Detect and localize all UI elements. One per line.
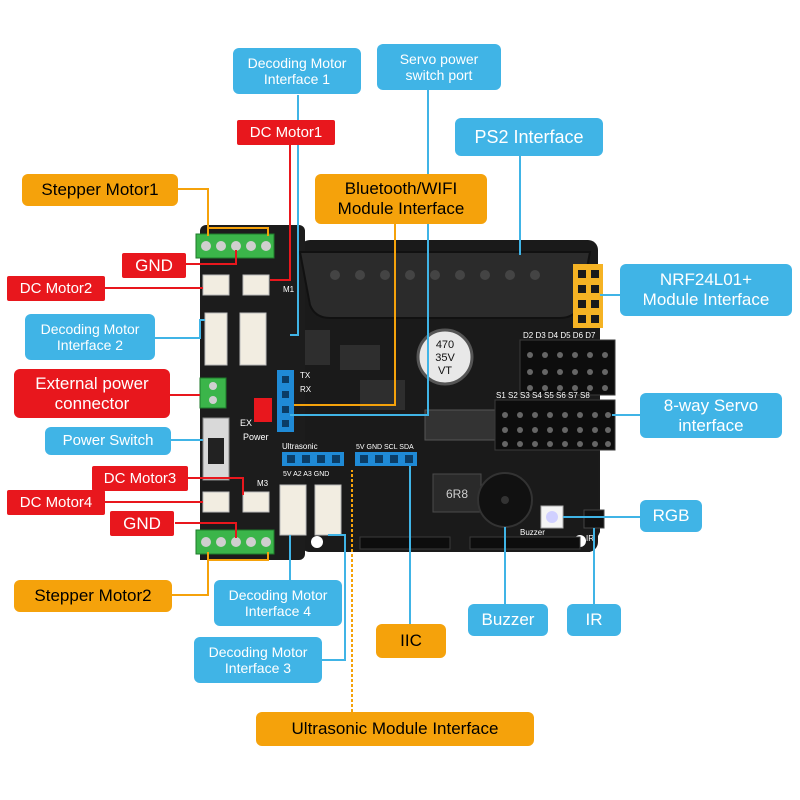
power-switch-part (202, 417, 230, 481)
m1-text: M1 (283, 285, 295, 294)
line-servo-power (290, 90, 429, 416)
label-text: Decoding Motor Interface 1 (247, 54, 347, 87)
iic-header (355, 452, 417, 466)
label-text: Buzzer (481, 610, 535, 630)
buzzer-part (477, 472, 533, 528)
label-text: DC Motor1 (249, 123, 323, 141)
label-decoding-motor-3: Decoding Motor Interface 3 (194, 637, 322, 683)
label-gnd-bottom: GND (110, 511, 174, 536)
capacitor: 470 35V VT (416, 328, 474, 386)
line-dc-3 (188, 477, 244, 495)
bluetooth-header (277, 370, 294, 432)
iic-pins-text: 5V GND SCL SDA (356, 444, 414, 451)
servo-power-jumper (254, 398, 272, 422)
label-external-power: External power connector (14, 369, 170, 418)
label-servo-power-switch: Servo power switch port (377, 44, 501, 90)
label-text: NRF24L01+ Module Interface (642, 270, 770, 309)
m3-text: M3 (257, 479, 269, 488)
label-text: DC Motor3 (103, 469, 177, 487)
external-power-terminal (199, 377, 227, 409)
label-text: Servo power switch port (399, 50, 479, 83)
jst-connectors (202, 274, 342, 536)
label-stepper-motor-1: Stepper Motor1 (22, 174, 178, 206)
label-text: PS2 Interface (474, 126, 584, 147)
label-stepper-motor-2: Stepper Motor2 (14, 580, 172, 612)
ultrasonic-title-text: Ultrasonic (282, 442, 318, 451)
capacitor-text-3: VT (438, 365, 452, 377)
label-text: IIC (400, 631, 422, 651)
label-dc-motor-4: DC Motor4 (7, 490, 105, 515)
ultrasonic-pins-text: 5V A2 A3 GND (283, 471, 329, 478)
label-dc-motor-3: DC Motor3 (92, 466, 188, 491)
label-decoding-motor-1: Decoding Motor Interface 1 (233, 48, 361, 94)
line-stepper-2 (172, 552, 209, 596)
label-text: Ultrasonic Module Interface (291, 719, 499, 739)
label-gnd-top: GND (122, 253, 186, 278)
servo-pins-text: S1 S2 S3 S4 S5 S6 S7 S8 (496, 391, 590, 400)
label-eight-way-servo: 8-way Servo interface (640, 393, 782, 438)
ir-receiver (583, 509, 605, 529)
label-ir: IR (567, 604, 621, 636)
label-power-switch: Power Switch (45, 427, 171, 455)
ps2-connector (298, 251, 592, 319)
line-stepper-1 (178, 188, 209, 236)
uart-tx-text: TX (300, 371, 311, 380)
capacitor-text-1: 470 (436, 339, 454, 351)
label-text: Power Switch (62, 432, 154, 450)
label-ps2-interface: PS2 Interface (455, 118, 603, 156)
label-text: Decoding Motor Interface 2 (40, 320, 140, 353)
label-decoding-motor-2: Decoding Motor Interface 2 (25, 314, 155, 360)
line-decoding-3 (320, 534, 346, 661)
line-bluetooth (294, 222, 396, 406)
label-text: RGB (652, 506, 690, 526)
ex-text: EX (240, 418, 252, 428)
nrf24l01-header (573, 264, 603, 328)
line-decoding-2 (155, 319, 205, 339)
uart-rx-text: RX (300, 385, 312, 394)
label-text: External power connector (35, 373, 149, 413)
label-dc-motor-2: DC Motor2 (7, 276, 105, 301)
label-bluetooth-wifi: Bluetooth/WIFI Module Interface (315, 174, 487, 224)
label-text: GND (123, 513, 161, 533)
label-text: DC Motor4 (19, 493, 93, 511)
label-text: Decoding Motor Interface 3 (208, 643, 308, 676)
label-text: 8-way Servo interface (663, 395, 759, 435)
power-text: Power (243, 432, 269, 442)
line-gnd-top (185, 250, 237, 265)
label-text: GND (135, 255, 173, 275)
terminal-block-bottom (195, 529, 275, 555)
label-ultrasonic: Ultrasonic Module Interface (256, 712, 534, 746)
callout-lines (105, 90, 640, 712)
line-gnd-bottom (175, 522, 237, 538)
label-text: Stepper Motor2 (34, 586, 152, 606)
line-dc-1 (270, 145, 291, 281)
label-decoding-motor-4: Decoding Motor Interface 4 (214, 580, 342, 626)
label-text: Decoding Motor Interface 4 (228, 586, 328, 619)
label-text: Stepper Motor1 (41, 180, 159, 200)
label-rgb: RGB (640, 500, 702, 532)
ir-silk-text: IR (586, 534, 594, 543)
line-stepper-1b (208, 227, 269, 236)
label-nrf24l01: NRF24L01+ Module Interface (620, 264, 792, 316)
digital-header (519, 339, 616, 396)
digital-pins-text: D2 D3 D4 D5 D6 D7 (523, 331, 596, 340)
label-dc-motor-1: DC Motor1 (237, 120, 335, 145)
rgb-led (540, 505, 564, 529)
label-iic: IIC (376, 624, 446, 658)
inductor-text: 6R8 (446, 487, 468, 501)
label-text: IR (585, 610, 603, 630)
bottom-header (359, 536, 581, 550)
label-text: DC Motor2 (19, 279, 93, 297)
ic-chips: 6R8 (305, 330, 498, 513)
line-stepper-2b (208, 552, 269, 561)
label-buzzer: Buzzer (468, 604, 548, 636)
line-decoding-1 (290, 95, 299, 336)
buzzer-silk-text: Buzzer (520, 528, 545, 537)
capacitor-text-2: 35V (435, 352, 455, 364)
ultrasonic-header (282, 452, 344, 466)
label-text: Bluetooth/WIFI Module Interface (337, 179, 465, 218)
